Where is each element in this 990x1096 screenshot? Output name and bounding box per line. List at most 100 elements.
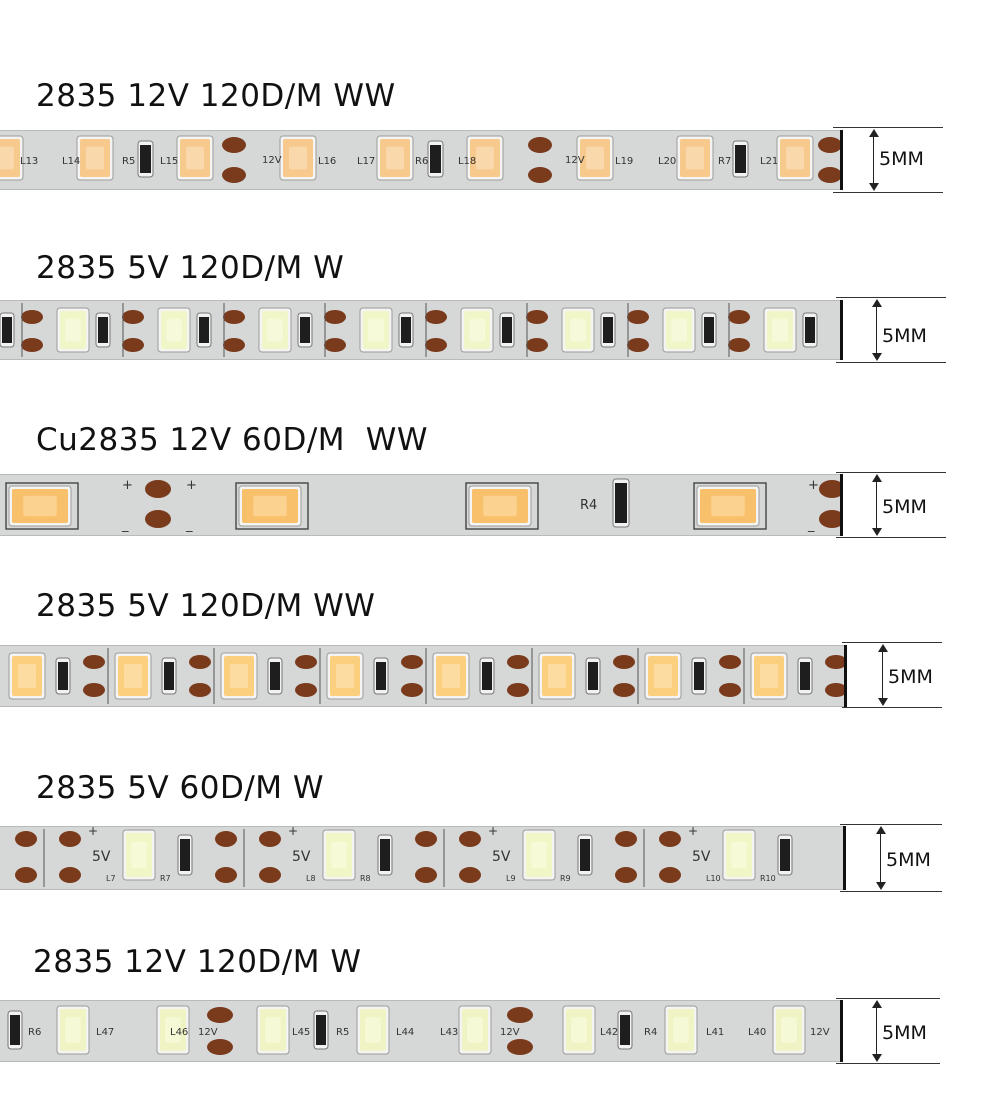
dimension-label: 5MM	[886, 849, 931, 871]
silkscreen-label: L7	[106, 874, 116, 883]
silkscreen-label: _	[807, 518, 815, 533]
silkscreen-label: +	[808, 478, 819, 493]
dimension-marker: 5MM	[836, 998, 940, 1064]
silkscreen-label: +	[88, 827, 98, 838]
resistor-body	[10, 1015, 20, 1045]
resistor-body	[316, 1015, 326, 1045]
copper-pad	[825, 655, 846, 669]
copper-pad	[507, 655, 529, 669]
led-glow	[267, 318, 283, 342]
resistor-body	[376, 662, 386, 690]
strip-end	[840, 474, 843, 536]
resistor-body	[98, 317, 108, 343]
led-glow	[0, 146, 14, 170]
strip-title: Cu2835 12V 60D/M WW	[36, 422, 429, 458]
strip-end	[843, 826, 846, 890]
strip-end	[844, 645, 847, 707]
strip-end	[840, 130, 843, 190]
copper-pad	[719, 683, 741, 697]
strip-end	[840, 1000, 843, 1062]
silkscreen-label: R10	[760, 874, 776, 883]
dimension-marker: 5MM	[842, 642, 942, 708]
copper-pad	[145, 480, 171, 498]
resistor-body	[502, 317, 512, 343]
copper-pad	[401, 655, 423, 669]
dimension-label: 5MM	[882, 325, 927, 347]
silkscreen-label: L9	[506, 874, 516, 883]
led-glow	[65, 318, 81, 342]
led-glow	[781, 1017, 797, 1043]
silkscreen-label: +	[488, 827, 498, 838]
copper-pad	[223, 338, 245, 352]
resistor-body	[164, 662, 174, 690]
copper-pad	[215, 867, 237, 883]
led-glow	[673, 1017, 689, 1043]
silkscreen-label: R7	[160, 874, 171, 883]
silkscreen-label: 12V	[500, 1027, 520, 1038]
silkscreen-label: R4	[580, 498, 597, 513]
strip-title: 2835 5V 60D/M W	[36, 770, 325, 806]
dimension-label: 5MM	[882, 496, 927, 518]
led-glow	[654, 664, 672, 688]
copper-pad	[615, 867, 637, 883]
strip-title: 2835 5V 120D/M WW	[36, 588, 376, 624]
copper-pad	[415, 831, 437, 847]
led-glow	[483, 495, 517, 517]
copper-pad	[459, 831, 481, 847]
copper-pad	[425, 310, 447, 324]
led-glow	[131, 841, 147, 869]
resistor-body	[140, 145, 151, 173]
led-glow	[467, 1017, 483, 1043]
dimension-marker: 5MM	[840, 824, 942, 892]
led-glow	[86, 146, 104, 170]
led-glow	[469, 318, 485, 342]
silkscreen-label: L43	[440, 1027, 458, 1038]
copper-pad	[425, 338, 447, 352]
resistor-body	[300, 317, 310, 343]
led-glow	[186, 146, 204, 170]
dimension-label: 5MM	[879, 148, 924, 170]
copper-pad	[259, 867, 281, 883]
led-strip-drawing	[8, 648, 846, 704]
copper-pad	[83, 655, 105, 669]
resistor-body	[199, 317, 209, 343]
copper-pad	[526, 310, 548, 324]
led-glow	[368, 318, 384, 342]
silkscreen-label: +	[288, 827, 298, 838]
silkscreen-label: L41	[706, 1027, 724, 1038]
silkscreen-label: 12V	[262, 155, 282, 166]
copper-pad	[819, 480, 843, 498]
led-glow	[386, 146, 404, 170]
silkscreen-label: L46	[170, 1027, 188, 1038]
resistor-body	[735, 145, 746, 173]
silkscreen-label: 12V	[565, 155, 585, 166]
copper-pad	[728, 338, 750, 352]
resistor-body	[603, 317, 613, 343]
resistor-body	[270, 662, 280, 690]
silkscreen-label: R5	[122, 156, 135, 167]
resistor-body	[58, 662, 68, 690]
silkscreen-label: R5	[336, 1027, 349, 1038]
resistor-body	[805, 317, 815, 343]
silkscreen-label: L14	[62, 156, 80, 167]
silkscreen-label: L10	[706, 874, 721, 883]
led-strip-image: ++R4__+_	[0, 474, 843, 536]
silkscreen-label: _	[185, 518, 193, 533]
strip-title: 2835 5V 120D/M W	[36, 250, 345, 286]
silkscreen-label: L21	[760, 156, 778, 167]
copper-pad	[21, 338, 43, 352]
led-glow	[365, 1017, 381, 1043]
silkscreen-label: L13	[20, 156, 38, 167]
led-glow	[253, 495, 287, 517]
copper-pad	[507, 683, 529, 697]
led-glow	[531, 841, 547, 869]
copper-pad	[215, 831, 237, 847]
dimension-marker: 5MM	[833, 127, 943, 193]
copper-pad	[401, 683, 423, 697]
copper-pad	[59, 831, 81, 847]
led-outline	[693, 482, 767, 530]
led-glow	[686, 146, 704, 170]
